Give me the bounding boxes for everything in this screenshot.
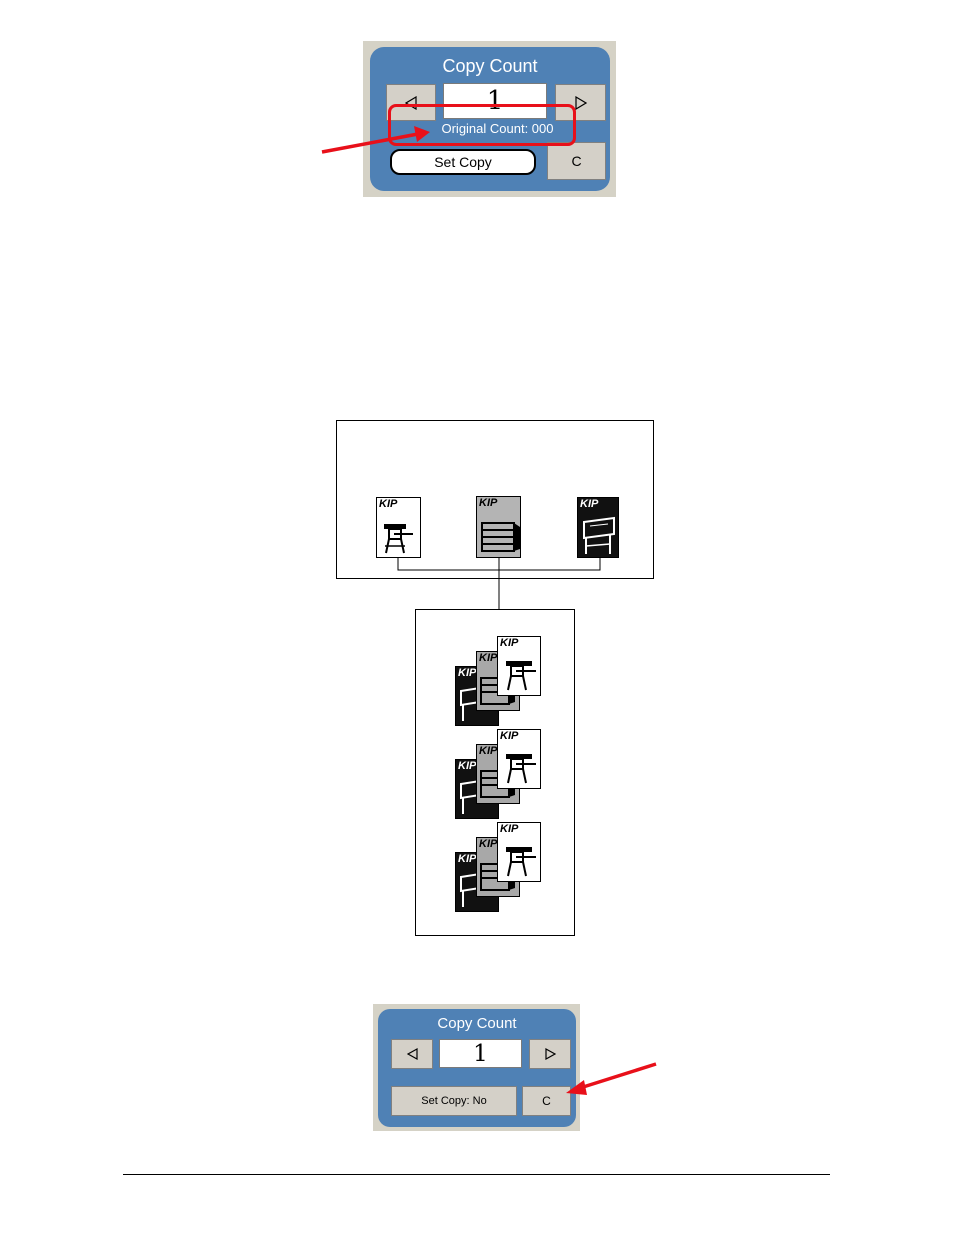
increase-count-button[interactable]: [555, 84, 606, 121]
kip-label: KIP: [458, 667, 477, 679]
copy-count-field[interactable]: 1: [443, 83, 547, 119]
kip-label: KIP: [500, 823, 519, 835]
original-count-label: Original Count: 000: [441, 121, 554, 136]
set-copy-button[interactable]: Set Copy: No: [391, 1086, 517, 1116]
original-page-gray: KIP: [476, 496, 521, 558]
plotter-icon: [506, 754, 536, 784]
panel-title: Copy Count: [437, 1015, 517, 1032]
footer-rule: [123, 1174, 830, 1175]
red-arrow-icon: [566, 1062, 657, 1095]
set-page-white: KIP: [497, 729, 541, 789]
kip-label: KIP: [479, 838, 498, 850]
clear-button[interactable]: C: [547, 142, 606, 180]
set-page-white: KIP: [497, 822, 541, 882]
set-copy-button[interactable]: Set Copy: [390, 149, 536, 175]
left-triangle-icon: [406, 1048, 418, 1060]
wide-format-printer-icon: [583, 516, 615, 554]
increase-count-button[interactable]: [529, 1039, 571, 1069]
kip-label: KIP: [458, 853, 477, 865]
set-page-white: KIP: [497, 636, 541, 696]
connector-lines: [397, 558, 601, 610]
copy-count-panel-2: Copy Count 1 Set Copy: No C: [378, 1009, 576, 1127]
red-arrow-icon: [321, 126, 430, 154]
kip-label: KIP: [500, 730, 519, 742]
kip-label: KIP: [580, 498, 599, 510]
printer-icon: [481, 522, 520, 552]
plotter-icon: [506, 847, 536, 877]
kip-label: KIP: [379, 498, 398, 510]
original-count-highlight: [388, 104, 576, 146]
right-triangle-icon: [544, 1048, 556, 1060]
copy-count-field[interactable]: 1: [439, 1039, 522, 1068]
decrease-count-button[interactable]: [391, 1039, 433, 1069]
kip-label: KIP: [458, 760, 477, 772]
copy-count-panel-1: Copy Count 1 Original Count: 000 Set Cop…: [370, 47, 610, 191]
kip-label: KIP: [479, 745, 498, 757]
plotter-icon: [506, 661, 536, 691]
right-triangle-icon: [574, 95, 587, 110]
panel-title: Copy Count: [442, 56, 538, 76]
clear-button[interactable]: C: [522, 1086, 571, 1116]
plotter-icon: [384, 524, 413, 554]
kip-label: KIP: [479, 652, 498, 664]
original-page-black: KIP: [577, 497, 619, 558]
original-page-white: KIP: [376, 497, 421, 558]
kip-label: KIP: [500, 637, 519, 649]
kip-label: KIP: [479, 497, 498, 509]
